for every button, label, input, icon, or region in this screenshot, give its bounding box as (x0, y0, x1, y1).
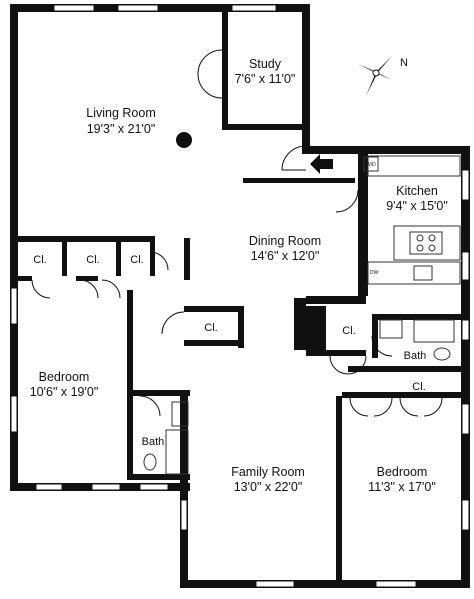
closet-label: Cl. (412, 381, 425, 393)
bath-2-label: Bath (404, 350, 427, 362)
bedroom-1-name: Bedroom (39, 370, 90, 384)
closet-label: Cl. (204, 322, 217, 334)
living-room-name: Living Room (86, 106, 155, 120)
compass-icon: N (358, 56, 408, 96)
column-marker (176, 132, 192, 148)
closet-label: Cl. (342, 325, 355, 337)
walls (10, 4, 470, 588)
bedroom-1-dims: 10'6" x 19'0" (30, 385, 99, 399)
dining-room-name: Dining Room (249, 234, 321, 248)
fixtures (143, 155, 461, 475)
bedroom-2-name: Bedroom (377, 465, 428, 479)
family-room-dims: 13'0" x 22'0" (234, 480, 303, 494)
windows (10, 4, 470, 588)
bath-1-label: Bath (142, 436, 165, 448)
study-name: Study (249, 57, 282, 71)
dishwasher-label: DW (370, 270, 379, 276)
appliance-label: W/D (366, 162, 376, 168)
entry-arrow-icon (310, 154, 333, 174)
kitchen-name: Kitchen (396, 184, 438, 198)
living-room-dims: 19'3" x 21'0" (87, 122, 156, 136)
closet-label: Cl. (130, 254, 143, 266)
closet-label: Cl. (33, 254, 46, 266)
bedroom-2-dims: 11'3" x 17'0" (368, 480, 436, 494)
family-room-name: Family Room (231, 465, 305, 479)
compass-north-label: N (400, 57, 408, 69)
dining-room-dims: 14'6" x 12'0" (251, 249, 320, 263)
closet-label: Cl. (86, 254, 99, 266)
doors (31, 49, 443, 417)
kitchen-dims: 9'4" x 15'0" (386, 199, 448, 213)
study-dims: 7'6" x 11'0" (235, 72, 296, 86)
